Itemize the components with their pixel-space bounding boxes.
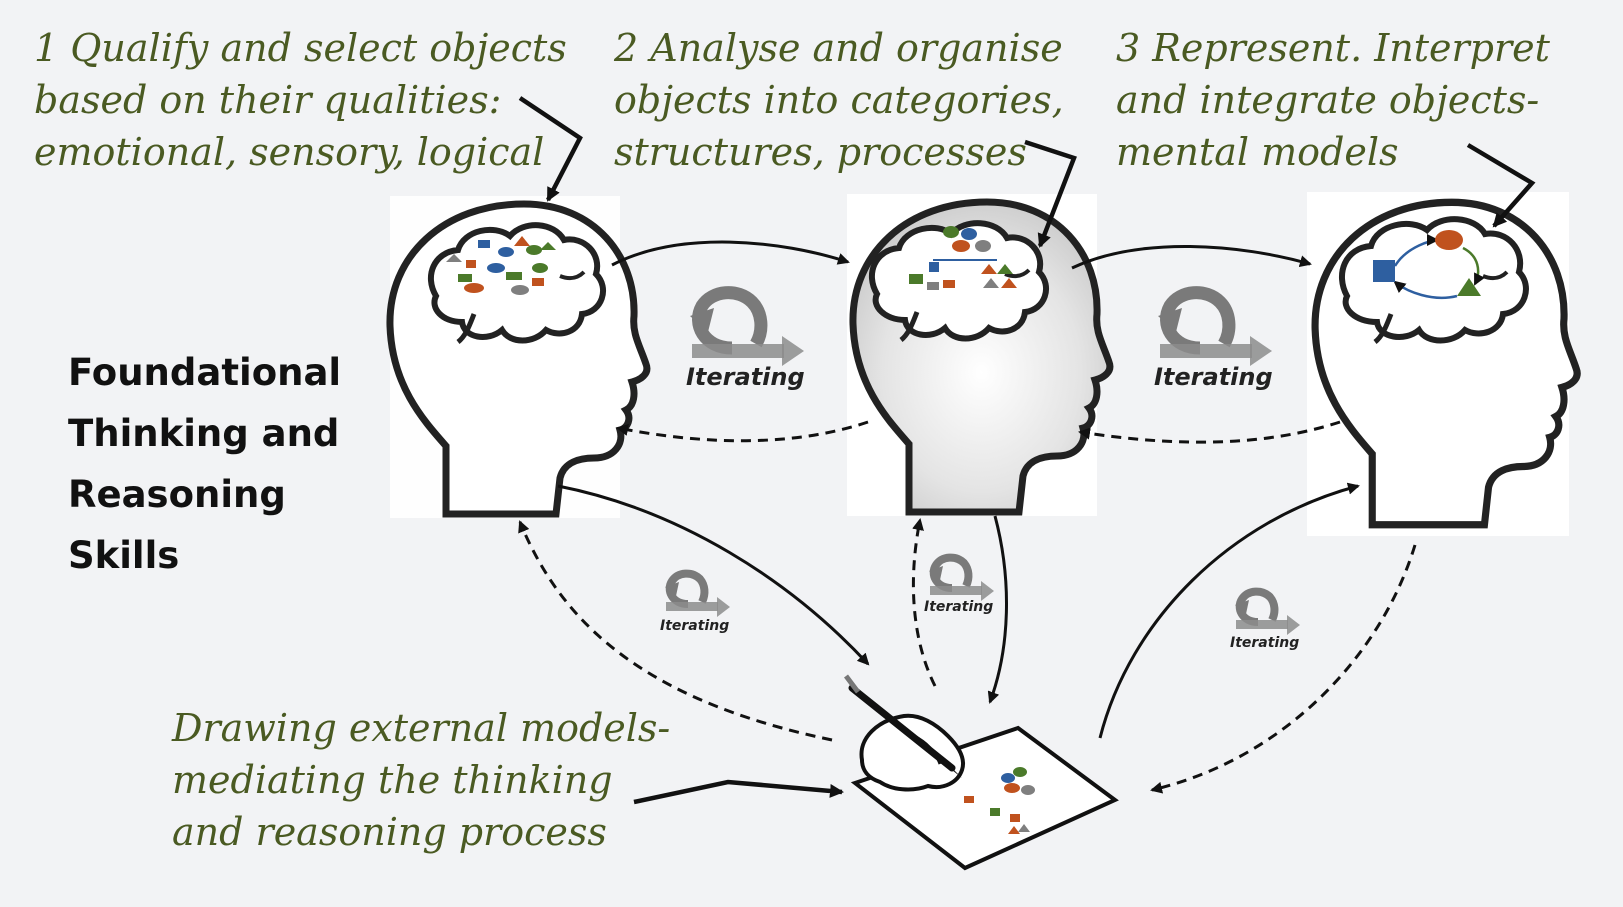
iterating-label: Iterating <box>1154 363 1273 391</box>
brain-icon <box>869 220 1050 342</box>
iterate-cycle-icon: Iterating <box>924 553 994 615</box>
iterate-cycle-icon: Iterating <box>660 569 730 634</box>
step3-caption: 3 Represent. Interpret and integrate obj… <box>1116 26 1550 174</box>
head-icon <box>390 196 647 518</box>
iterating-label: Iterating <box>924 599 993 615</box>
iterating-label: Iterating <box>686 363 805 391</box>
head-icon <box>847 194 1110 516</box>
step1-caption: 1 Qualify and select objects based on th… <box>34 26 567 174</box>
brain-icon <box>1339 216 1529 344</box>
iterate-cycle-icon: Iterating <box>1154 286 1273 391</box>
object-shapes <box>909 226 1017 290</box>
diagram-title: Foundational Thinking and Reasoning Skil… <box>68 351 342 577</box>
object-shapes <box>446 236 556 295</box>
brain-icon <box>428 222 607 344</box>
dashed-arrows <box>518 420 1417 794</box>
iterate-cycle-icon: Iterating <box>686 286 805 391</box>
mental-model-shapes <box>1373 230 1485 300</box>
step2-caption: 2 Analyse and organise objects into cate… <box>614 26 1064 174</box>
hand-drawing-icon <box>844 674 965 792</box>
head-icon <box>1307 192 1577 536</box>
drawing-caption: Drawing external models- mediating the t… <box>172 706 671 854</box>
pointer-arrows <box>518 96 1536 805</box>
iterating-label: Iterating <box>1230 635 1299 651</box>
iterating-label: Iterating <box>660 618 729 634</box>
iterate-cycle-icon: Iterating <box>1230 587 1300 651</box>
solid-arrows <box>557 240 1360 739</box>
